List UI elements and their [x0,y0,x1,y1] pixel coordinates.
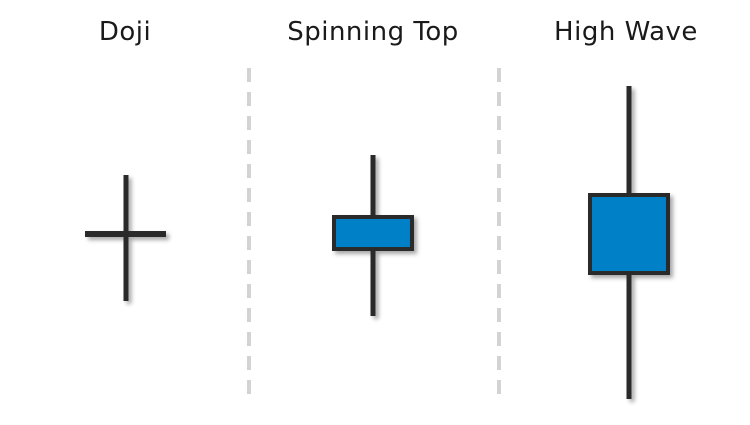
label-spinning-top: Spinning Top [287,17,459,47]
label-doji: Doji [98,17,152,47]
spinning-top-candle [332,155,414,316]
spinning-top-body [332,215,414,251]
doji-candle [85,175,166,301]
high-wave-body [588,193,670,275]
label-high-wave: High Wave [554,17,698,47]
high-wave-candle [588,86,670,399]
